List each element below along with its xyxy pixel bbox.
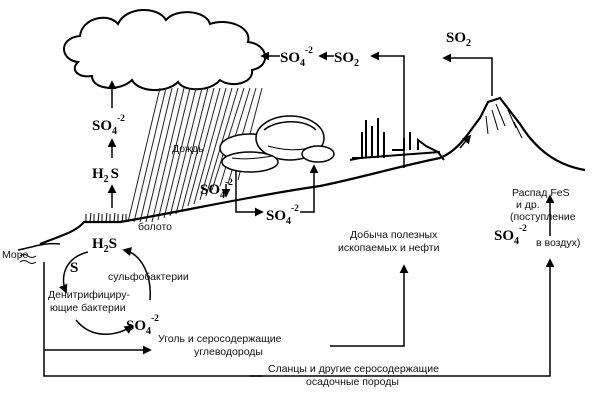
label-mining-2: ископаемых и нефти [338, 242, 440, 254]
formula-subscript: 4 [514, 236, 519, 247]
label-coal-1: Уголь и серосодержащие [158, 333, 282, 345]
formula-so4-right: SO4-2 [494, 224, 527, 247]
formula-main: SO [266, 208, 286, 224]
label-fes-4: в воздух) [536, 237, 580, 249]
formula-so4-soil: SO4-2 [266, 204, 299, 227]
label-shale-2: осадочные породы [306, 376, 399, 388]
label-sea: Море [2, 249, 29, 261]
swamp-grass [85, 212, 127, 223]
formula-so2-mountain: SO2 [446, 30, 471, 49]
formula-so4-rain: SO4-2 [200, 178, 233, 201]
formula-so4-air: SO4-2 [92, 114, 125, 137]
formula-so4-sediment: SO4-2 [126, 314, 159, 337]
sea-waves [19, 254, 37, 264]
formula-main: SO [92, 118, 112, 134]
formula-subscript: 2 [104, 174, 109, 185]
cloud [63, 8, 266, 91]
label-rain: Дождь [172, 143, 204, 155]
formula-h2s-sea: H2S [92, 236, 117, 255]
formula-main: H [92, 236, 104, 252]
formula-subscript: 4 [286, 216, 291, 227]
ground-surface [39, 96, 586, 246]
industry-chimneys [349, 118, 445, 161]
label-mining-1: Добыча полезных [350, 229, 438, 241]
label-swamp: болото [138, 221, 172, 233]
label-fes-3: (поступление [510, 211, 576, 223]
formula-subscript: 2 [104, 244, 109, 255]
formula-subscript: 4 [220, 190, 225, 201]
formula-s: S [109, 236, 117, 252]
formula-s: S [111, 166, 119, 182]
mountain-texture [485, 103, 523, 139]
formula-superscript: -2 [151, 314, 159, 324]
label-sulfobacteria: сульфобактерии [108, 271, 189, 283]
formula-main: SO [446, 30, 466, 46]
formula-main: SO [334, 50, 354, 66]
formula-superscript: -2 [519, 224, 527, 234]
cycle-arrows [43, 51, 555, 377]
formula-superscript: -2 [305, 46, 313, 56]
label-coal-2: углеводороды [194, 346, 263, 358]
formula-subscript: 2 [354, 58, 359, 69]
formula-main: SO [126, 318, 146, 334]
formula-superscript: -2 [117, 114, 125, 124]
formula-so4-top: SO4-2 [280, 46, 313, 69]
formula-subscript: 4 [112, 126, 117, 137]
formula-main: SO [280, 50, 300, 66]
label-fes-2: и др. [516, 199, 540, 211]
formula-s: S [70, 260, 78, 276]
formula-main: SO [200, 182, 220, 198]
label-denitrifying-1: Денитрифициру- [48, 289, 130, 301]
formula-superscript: -2 [225, 178, 233, 188]
label-denitrifying-2: ющие бактерии [50, 302, 126, 314]
formula-subscript: 4 [300, 58, 305, 69]
formula-subscript: 4 [146, 326, 151, 337]
formula-main: SO [494, 228, 514, 244]
formula-main: H [92, 166, 104, 182]
formula-subscript: 2 [466, 38, 471, 49]
formula-so2-top: SO2 [334, 50, 359, 69]
label-fes-1: Распад FeS [512, 187, 570, 199]
label-shale-1: Сланцы и другие серосодержащие [268, 363, 439, 375]
rocks [219, 115, 335, 173]
formula-superscript: -2 [291, 204, 299, 214]
sea-shoreline [17, 242, 61, 251]
